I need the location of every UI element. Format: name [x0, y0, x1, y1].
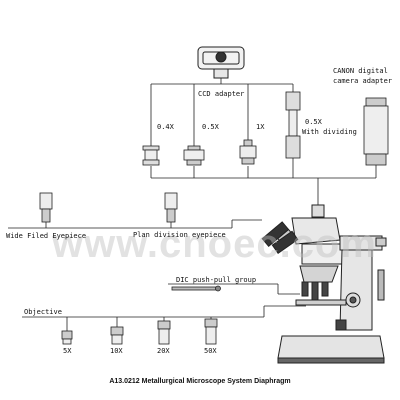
mag-04x-label: 0.4X — [157, 123, 174, 131]
mag-05x-dividing-label-line2: With dividing — [302, 128, 357, 136]
dic-group-label: DIC push-pull group — [176, 276, 257, 284]
adapter-05x-icon — [183, 145, 205, 166]
objective-50x-icon — [204, 318, 218, 345]
figure-caption: A13.0212 Metallurgical Microscope System… — [109, 378, 291, 385]
canon-adapter-label-line2: camera adapter — [333, 77, 393, 85]
mag-05x-label: 0.5X — [202, 123, 219, 131]
adapter-1x-icon — [239, 139, 257, 165]
ccd-adapter-label: CCD adapter — [198, 90, 245, 98]
objective-20x-icon — [157, 320, 171, 345]
mag-05x-dividing-label-line1: 0.5X — [305, 118, 322, 126]
dic-slider-icon — [171, 285, 221, 292]
objective-5x-label: 5X — [63, 347, 72, 355]
objective-20x-label: 20X — [157, 347, 170, 355]
objective-10x-label: 10X — [110, 347, 123, 355]
watermark: www.cnoec.com — [52, 222, 377, 266]
plan-division-eyepiece-label: Plan division eyepiece — [133, 231, 226, 239]
canon-adapter-label-line1: CANON digital — [333, 67, 388, 75]
objective-label: Objective — [24, 308, 62, 316]
canon-adapter-icon — [363, 97, 389, 166]
adapter-05x-dividing-icon — [285, 91, 301, 159]
wide-field-eyepiece-icon — [39, 192, 53, 223]
objective-50x-label: 50X — [204, 347, 217, 355]
mag-1x-label: 1X — [256, 123, 265, 131]
wide-field-eyepiece-label: Wide Filed Eyepiece — [6, 232, 87, 240]
microscope-illustration — [261, 204, 387, 364]
adapter-04x-icon — [142, 145, 160, 166]
ccd-camera-icon — [197, 46, 245, 79]
connector-lines — [8, 78, 377, 331]
objective-10x-icon — [110, 326, 124, 345]
plan-division-eyepiece-icon — [164, 192, 178, 223]
objective-5x-icon — [61, 330, 73, 345]
